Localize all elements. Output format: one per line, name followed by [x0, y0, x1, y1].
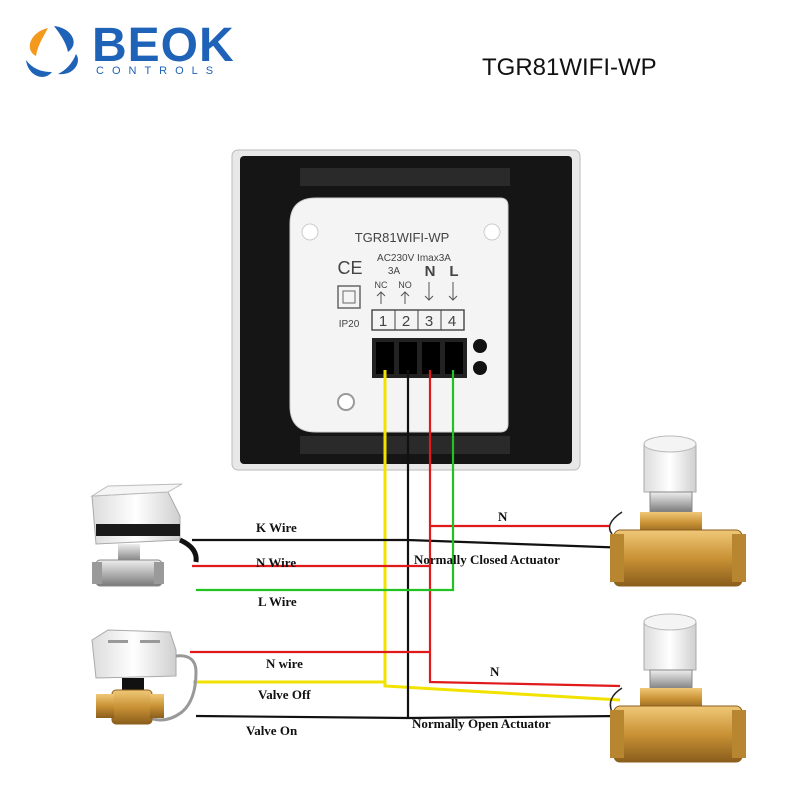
- brand-name: BEOK: [92, 19, 235, 72]
- valve-motor-actuator: [91, 629, 198, 725]
- label-valve-off: Valve Off: [258, 687, 311, 702]
- terminal-1: 1: [379, 313, 387, 330]
- terminal-2: 2: [402, 313, 410, 330]
- normally-open-actuator-image: [609, 613, 746, 763]
- terminal-3: 3: [425, 313, 433, 330]
- terminal-name-l: L: [449, 263, 458, 280]
- logo-petal-blue-right: [58, 54, 78, 75]
- ip-rating: IP20: [339, 319, 360, 330]
- model-title: TGR81WIFI-WP: [482, 54, 657, 81]
- logo-petal-orange: [29, 28, 48, 56]
- label-k-wire: K Wire: [256, 520, 297, 535]
- brand-logo-mark: [26, 26, 78, 77]
- label-n-top-right: N: [498, 509, 508, 524]
- wire-yellow: [193, 370, 621, 702]
- label-l-wire: L Wire: [258, 594, 297, 609]
- module-model: TGR81WIFI-WP: [355, 230, 450, 245]
- module-rating: AC230V Imax3A: [377, 253, 451, 264]
- label-normally-closed-actuator: Normally Closed Actuator: [414, 552, 560, 567]
- normally-closed-actuator-image: [608, 435, 746, 587]
- label-n-wire: N Wire: [256, 555, 296, 570]
- thermostat-back: TGR81WIFI-WP AC230V Imax3A CE 3A N L NC …: [231, 149, 581, 471]
- wire-black: [192, 370, 631, 720]
- wire-green: [196, 370, 455, 592]
- screw-terminal-block: [372, 338, 487, 378]
- terminal-name-n: N: [425, 263, 436, 280]
- motorized-ball-valve: [90, 483, 199, 587]
- terminal-name-no: NO: [398, 280, 412, 290]
- ce-mark: CE: [337, 258, 362, 278]
- terminal-4: 4: [448, 313, 456, 330]
- logo-petal-blue-top: [54, 26, 74, 52]
- mounting-hole: [337, 393, 355, 411]
- wire-red: [190, 370, 621, 688]
- relay-rating: 3A: [388, 266, 401, 277]
- logo-petal-blue-left: [26, 60, 52, 77]
- label-valve-on: Valve On: [246, 723, 298, 738]
- label-n-wire-lower: N wire: [266, 656, 303, 671]
- brand-tagline: CONTROLS: [96, 65, 222, 77]
- terminal-arrows: [376, 282, 458, 304]
- label-normally-open-actuator: Normally Open Actuator: [412, 716, 551, 731]
- terminal-name-nc: NC: [375, 280, 388, 290]
- double-insulation-icon: [337, 285, 361, 309]
- label-n-bottom-right: N: [490, 664, 500, 679]
- wires: [190, 370, 631, 720]
